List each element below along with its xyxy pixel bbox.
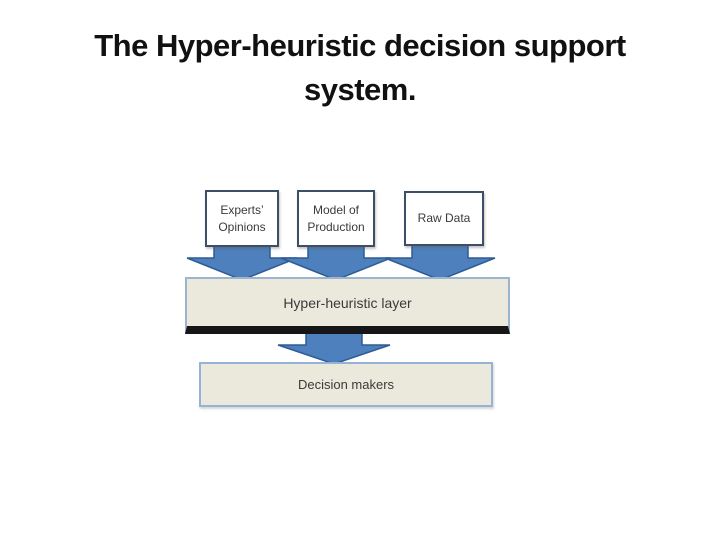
- page-title: The Hyper-heuristic decision support sys…: [0, 24, 720, 112]
- input-box-model-of-production: Model of Production: [297, 190, 375, 247]
- page-title-line2: system.: [304, 72, 416, 107]
- layer-box-label: Hyper-heuristic layer: [283, 294, 412, 311]
- down-arrow-icon: [277, 328, 391, 365]
- decision-makers-box: Decision makers: [199, 362, 493, 407]
- input-box-raw-data: Raw Data: [404, 191, 484, 246]
- hyper-heuristic-layer-box: Hyper-heuristic layer: [185, 277, 510, 334]
- input-box-label: Experts’ Opinions: [218, 202, 266, 234]
- output-box-label: Decision makers: [297, 377, 395, 392]
- input-box-label: Model of Production: [307, 202, 365, 234]
- input-box-label: Raw Data: [417, 211, 471, 226]
- page-title-line1: The Hyper-heuristic decision support: [94, 28, 626, 63]
- input-box-experts-opinions: Experts’ Opinions: [205, 190, 279, 247]
